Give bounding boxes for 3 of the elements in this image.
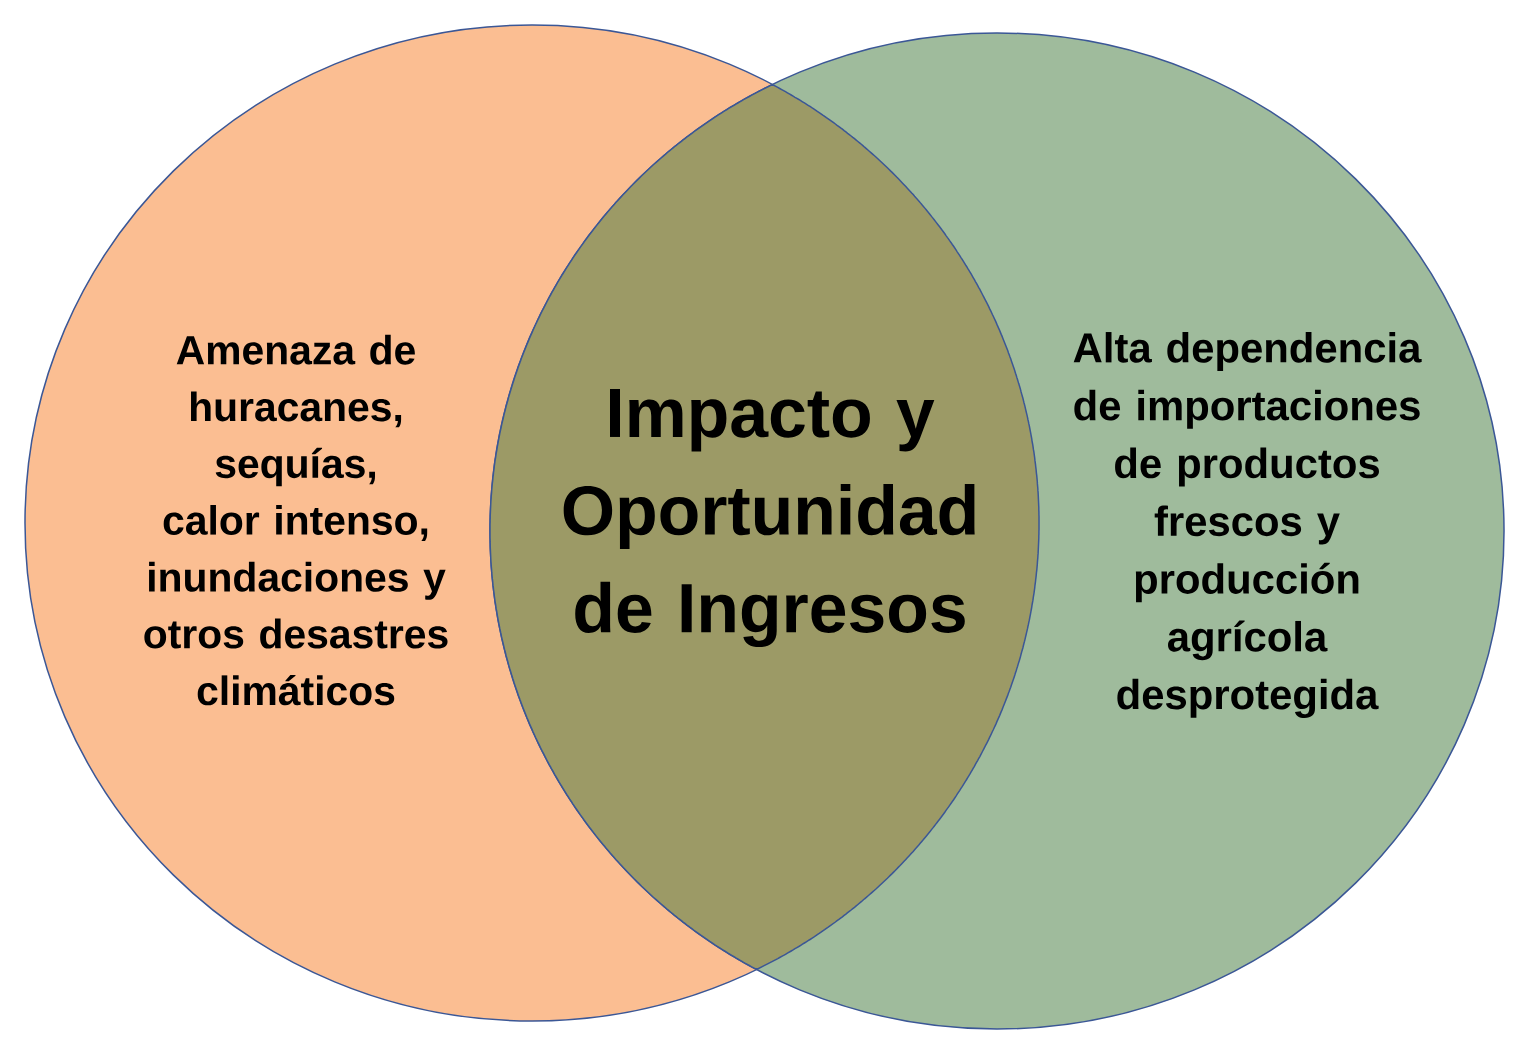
circle-label: Amenaza de huracanes, sequías, calor intenso, inundaciones y otros desastres climáticos (144, 334, 448, 706)
overlap-label: Impacto y Oportunidad de Ingresos (563, 389, 975, 647)
circle-label: Alta dependencia de importaciones de productos frescos y producción agrícola desprotegida (1073, 332, 1422, 718)
